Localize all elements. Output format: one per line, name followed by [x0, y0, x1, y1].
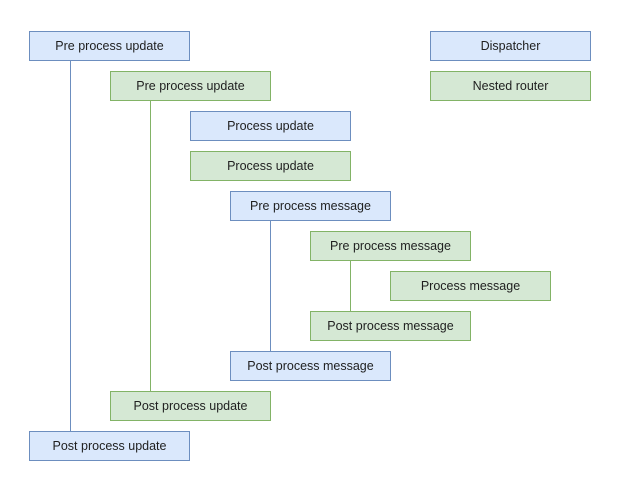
node-pre-process-update-dispatcher[interactable]: Pre process update	[29, 31, 190, 61]
legend-item-dispatcher[interactable]: Dispatcher	[430, 31, 591, 61]
node-post-process-update-nested-router[interactable]: Post process update	[110, 391, 271, 421]
node-process-update-nested-router[interactable]: Process update	[190, 151, 351, 181]
node-pre-process-message-nested-router[interactable]: Pre process message	[310, 231, 471, 261]
node-post-process-update-dispatcher[interactable]: Post process update	[29, 431, 190, 461]
connector-line-pre-post-process-update-dispatcher	[70, 61, 71, 431]
connector-line-pre-post-process-update-nested-router	[150, 101, 151, 391]
node-pre-process-update-nested-router[interactable]: Pre process update	[110, 71, 271, 101]
node-pre-process-message-dispatcher[interactable]: Pre process message	[230, 191, 391, 221]
connector-line-pre-post-process-message-dispatcher	[270, 221, 271, 351]
legend-item-nested-router[interactable]: Nested router	[430, 71, 591, 101]
node-process-message-nested-router[interactable]: Process message	[390, 271, 551, 301]
node-process-update-dispatcher[interactable]: Process update	[190, 111, 351, 141]
node-post-process-message-nested-router[interactable]: Post process message	[310, 311, 471, 341]
node-post-process-message-dispatcher[interactable]: Post process message	[230, 351, 391, 381]
connector-line-pre-post-process-message-nested-router	[350, 261, 351, 311]
